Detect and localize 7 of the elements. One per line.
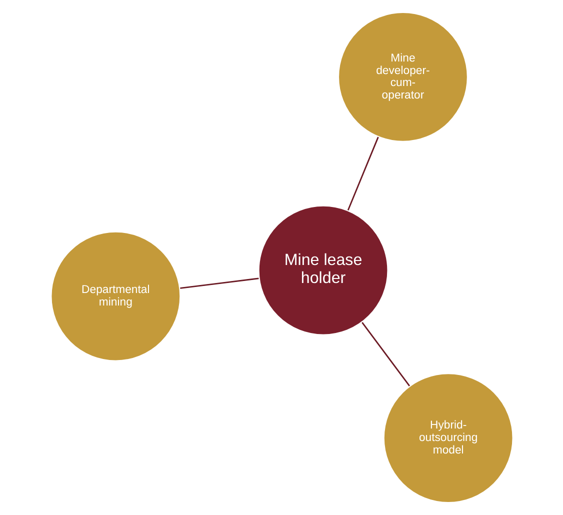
node-circle: Hybrid-outsourcing model: [382, 372, 514, 504]
connector: [361, 322, 410, 386]
node-circle: Departmental mining: [49, 230, 181, 362]
connector: [346, 136, 378, 210]
connector: [180, 278, 258, 289]
node-circle: Mine developer-cum-operator: [336, 11, 468, 143]
node-circle: Mine lease holder: [256, 204, 389, 336]
